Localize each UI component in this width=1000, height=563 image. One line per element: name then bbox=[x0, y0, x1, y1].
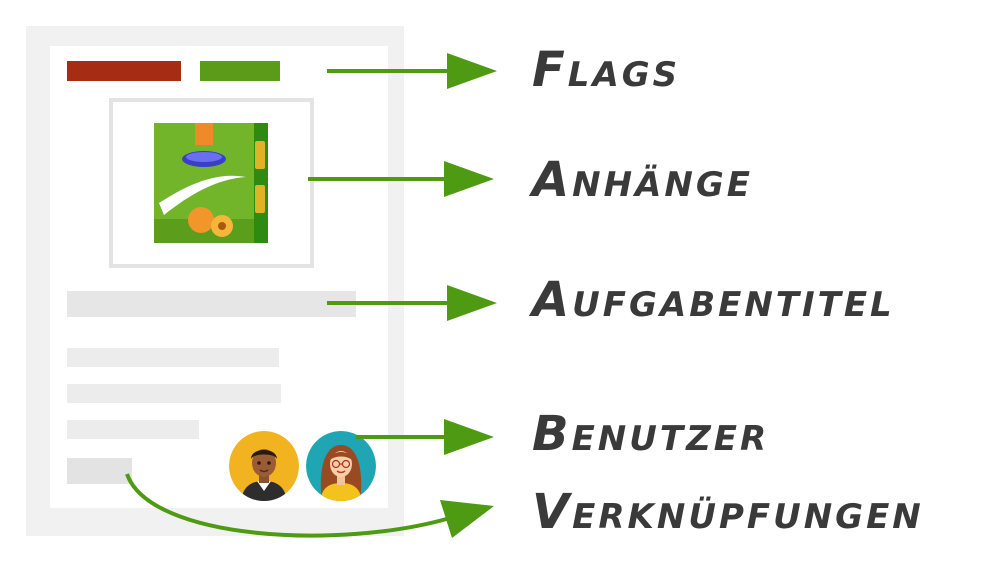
arrowhead-task-title bbox=[447, 285, 497, 321]
label-users: Benutzer bbox=[532, 406, 770, 462]
arrowhead-flags bbox=[447, 53, 497, 89]
label-task-title: Aufgabentitel bbox=[532, 272, 895, 328]
arrowhead-attachments bbox=[444, 161, 494, 197]
arrow-links bbox=[125, 473, 451, 538]
task-title-placeholder bbox=[67, 291, 356, 317]
link-placeholder bbox=[67, 458, 132, 484]
text-line-placeholder bbox=[67, 420, 199, 439]
label-attachments: Anhänge bbox=[532, 152, 753, 208]
flag-green bbox=[200, 61, 280, 81]
label-links: Verknüpfungen bbox=[532, 484, 924, 540]
arrowhead-users bbox=[444, 419, 494, 455]
text-line-placeholder bbox=[67, 384, 281, 403]
man-avatar-icon bbox=[229, 431, 299, 501]
juice-box-icon bbox=[154, 123, 268, 243]
woman-avatar-icon bbox=[306, 431, 376, 501]
arrowhead-links bbox=[440, 500, 494, 538]
text-line-placeholder bbox=[67, 348, 279, 367]
label-flags: Flags bbox=[532, 42, 681, 98]
flag-red bbox=[67, 61, 181, 81]
